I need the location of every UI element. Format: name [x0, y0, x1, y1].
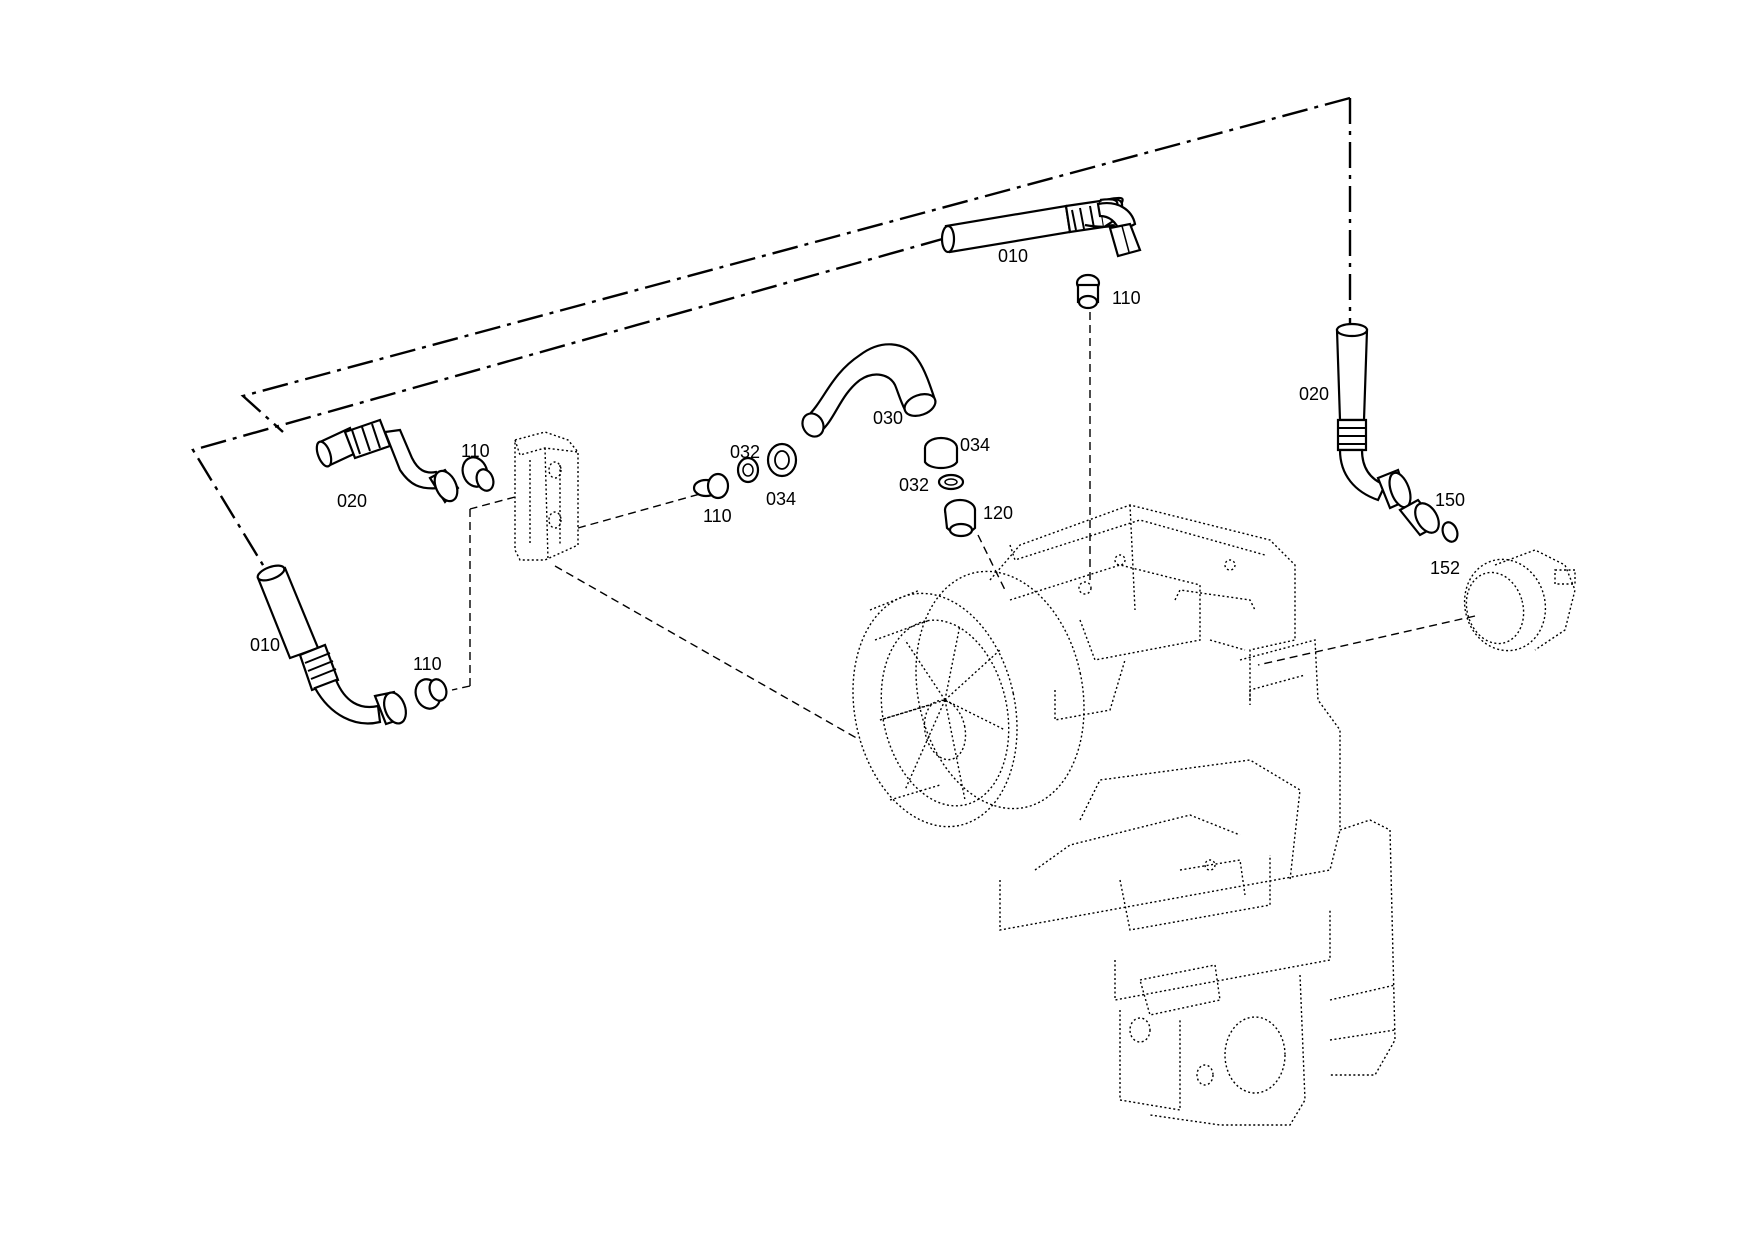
- hose-030: [801, 343, 937, 438]
- label-fitting-110-top: 110: [1112, 288, 1141, 308]
- label-hose-030: 030: [873, 408, 903, 428]
- label-fitting-110-mid: 110: [703, 506, 732, 526]
- leader-inner-frame: [191, 236, 947, 571]
- hose-010-top: [940, 196, 1142, 258]
- manifold-block: [514, 431, 579, 561]
- fitting-110-left-bottom: [414, 678, 448, 710]
- label-plug-120: 120: [983, 503, 1013, 523]
- label-hose-010-left: 010: [250, 635, 280, 655]
- leader-pump-housing: [1257, 615, 1476, 666]
- leader-manifold-left: [469, 496, 516, 510]
- ring-032-right: [937, 473, 965, 491]
- label-hose-010-top: 010: [998, 246, 1028, 266]
- ring-034-mid: [766, 442, 798, 478]
- ring-152: [1441, 521, 1459, 543]
- pump-cover: [1463, 549, 1576, 652]
- hose-010-left: [256, 564, 407, 726]
- ring-034-right: [923, 436, 959, 470]
- leader-lines: [191, 96, 1476, 741]
- label-fitting-110-left-bottom: 110: [413, 654, 442, 674]
- fitting-110-left-top: [461, 456, 495, 492]
- ring-032-mid: [736, 456, 760, 484]
- label-ring-152: 152: [1430, 558, 1460, 578]
- leader-manifold-mid: [577, 493, 701, 529]
- fitting-150: [1398, 498, 1440, 537]
- leader-plug-120: [977, 534, 1006, 591]
- hose-020-right: [1335, 322, 1412, 510]
- label-ring-032-right: 032: [899, 475, 929, 495]
- transmission-housing: [852, 504, 1396, 1126]
- label-hose-020-right: 020: [1299, 384, 1329, 404]
- fitting-110-mid: [692, 472, 730, 500]
- plug-120: [943, 498, 977, 538]
- label-fitting-110-left-top: 110: [461, 441, 490, 461]
- leader-manifold-housing: [554, 565, 861, 741]
- label-ring-032-mid: 032: [730, 442, 760, 462]
- callouts: 010 110 020 030 034 032 120 150 152 020 …: [250, 246, 1465, 674]
- hose-020-left: [315, 418, 460, 504]
- label-fitting-150: 150: [1435, 490, 1465, 510]
- fitting-110-top: [1075, 273, 1101, 310]
- label-ring-034-mid: 034: [766, 489, 796, 509]
- leader-manifold-bottom: [451, 685, 471, 691]
- label-ring-034-right: 034: [960, 435, 990, 455]
- leader-outer-frame: [240, 96, 1351, 433]
- label-hose-020-left: 020: [337, 491, 367, 511]
